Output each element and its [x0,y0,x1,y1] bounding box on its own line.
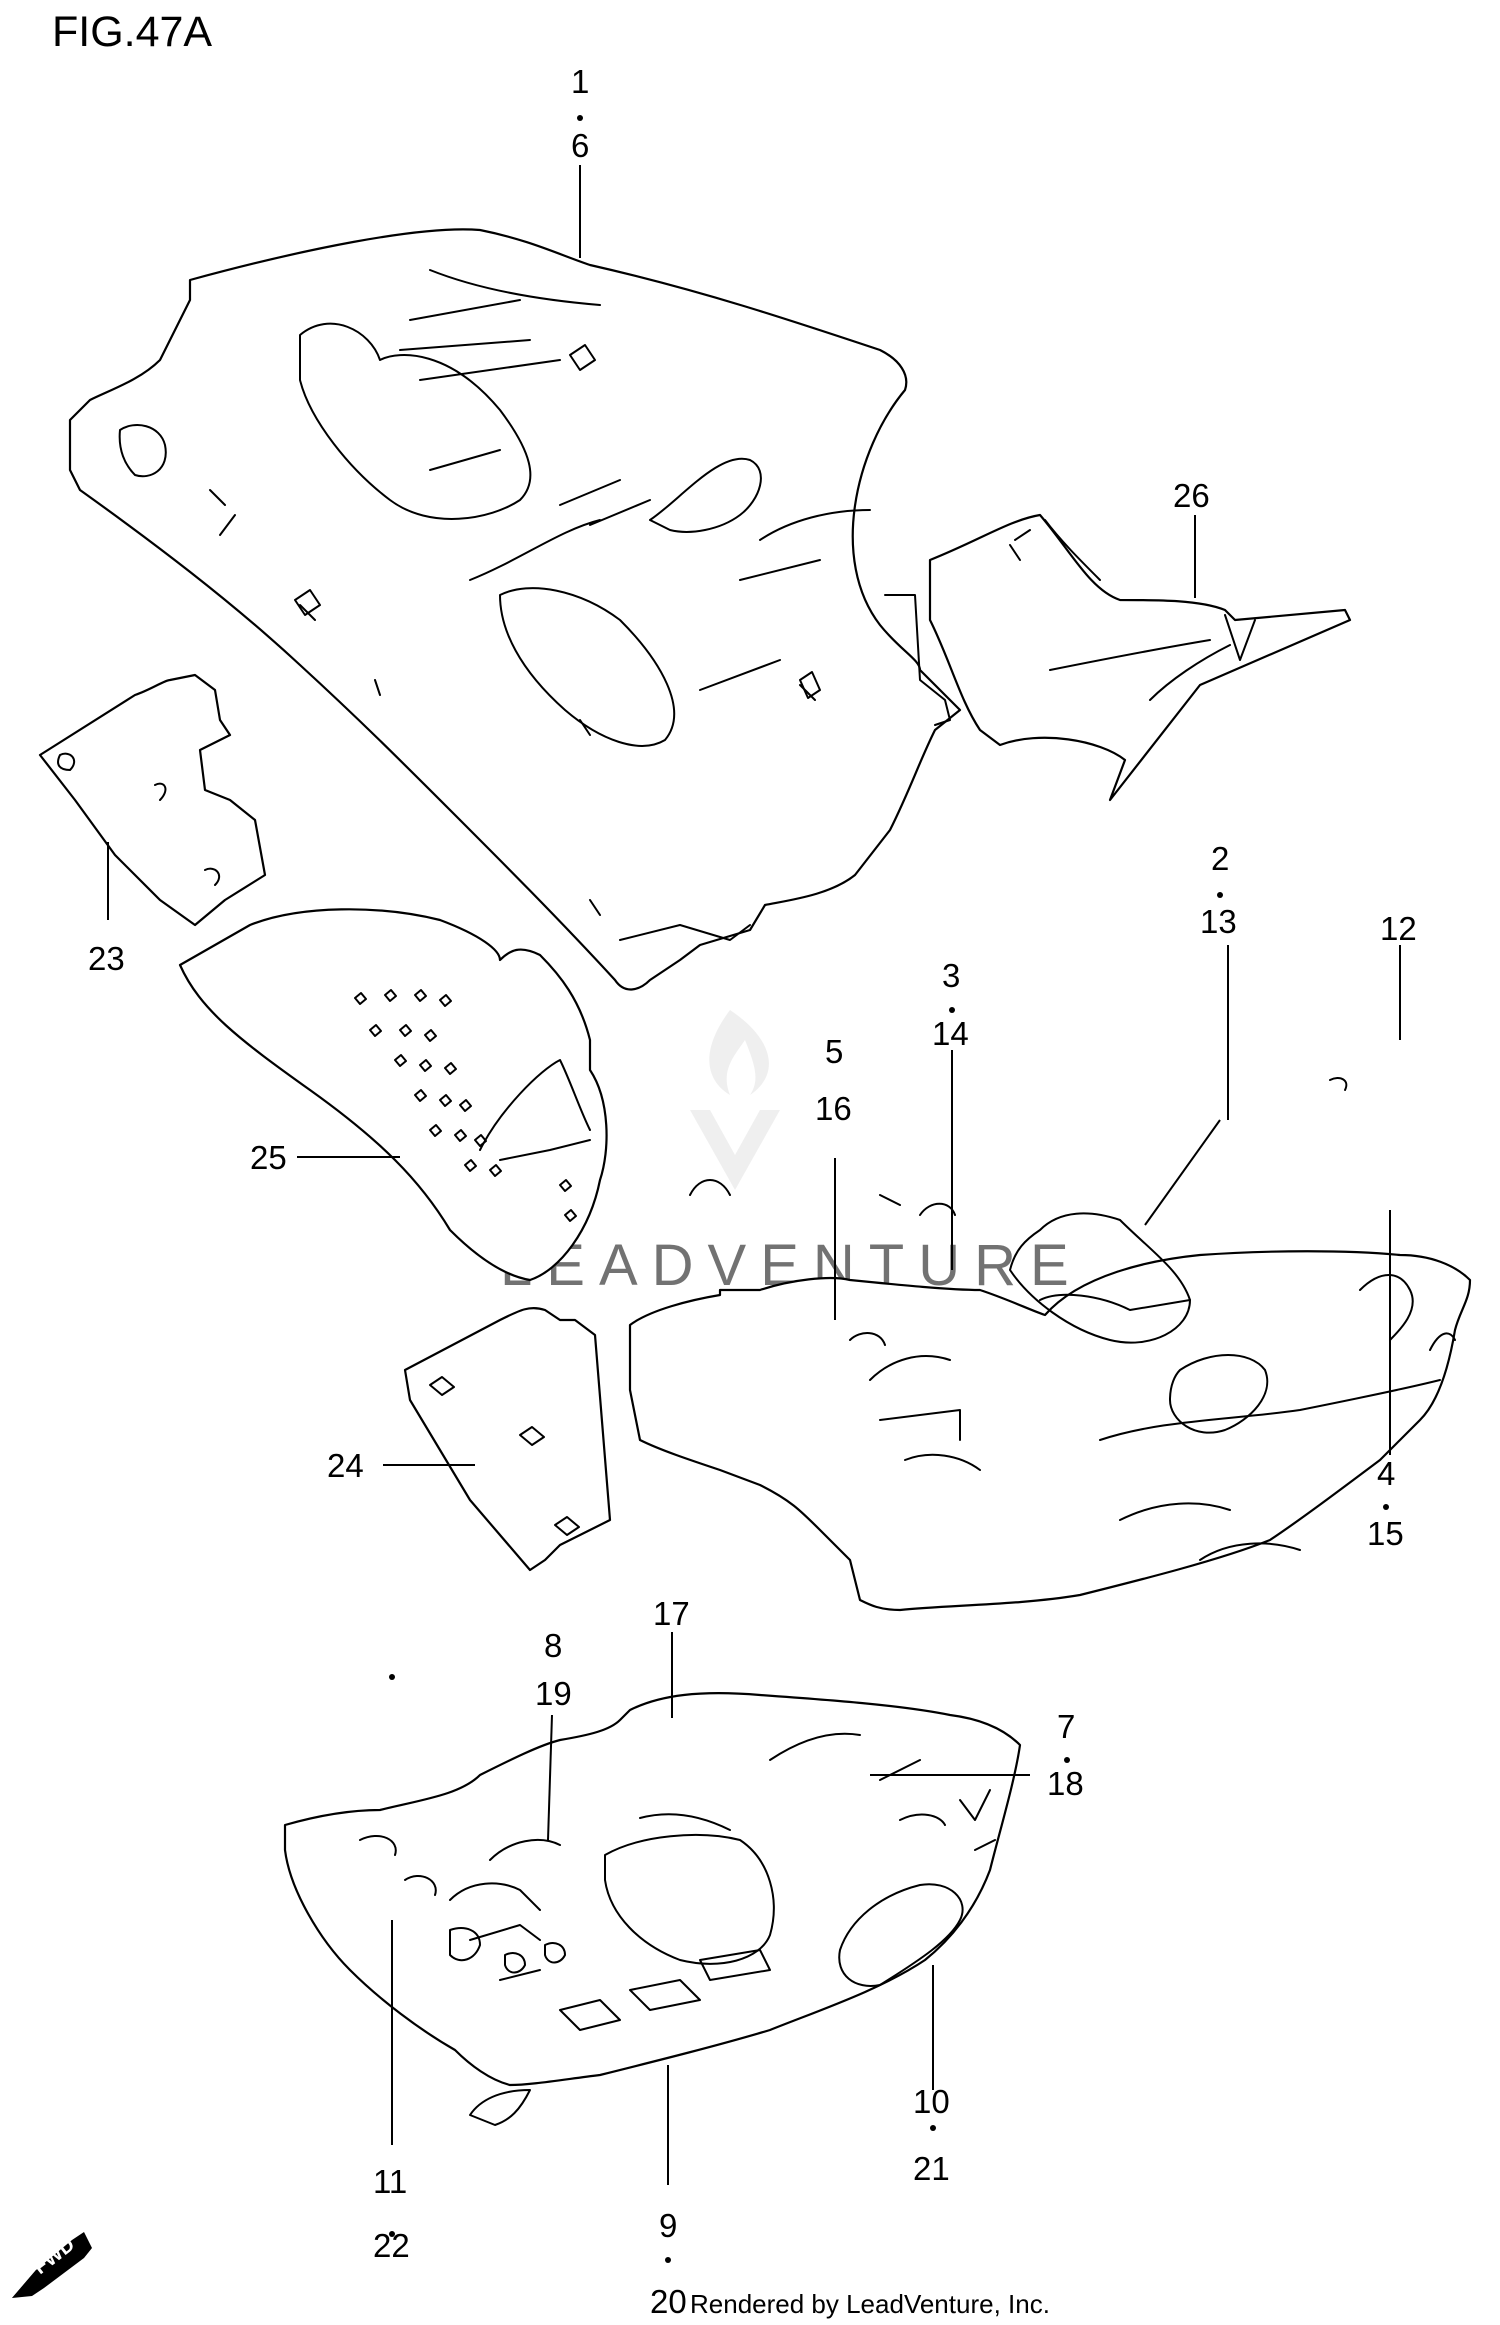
vented-cover-part-25[interactable] [178,908,608,1282]
callout-20: 20 [650,2283,687,2320]
callout-12: 12 [1380,910,1417,947]
side-plate-part-23[interactable] [38,673,267,927]
upper-fairing-part[interactable] [68,228,962,991]
callout-15: 15 [1367,1515,1404,1552]
callout-26: 26 [1173,477,1210,514]
callout-19: 19 [535,1675,572,1712]
callout-5: 5 [825,1033,843,1070]
callout-dots [389,115,1389,2263]
callout-24: 24 [327,1447,364,1484]
lower-cowl-upper-part[interactable] [628,1077,1472,1612]
callout-10: 10 [913,2083,950,2120]
callout-1: 1 [571,63,589,100]
callout-22: 22 [373,2227,410,2264]
callout-8: 8 [544,1627,562,1664]
callout-9: 9 [659,2207,677,2244]
leader-lines [107,165,1401,2185]
figure-title: FIG.47A [52,8,212,56]
footer-credit: Rendered by LeadVenture, Inc. [690,2289,1050,2319]
callout-23: 23 [88,940,125,977]
callout-3: 3 [942,957,960,994]
callout-2: 2 [1211,840,1229,877]
callout-16: 16 [815,1090,852,1127]
callout-21: 21 [913,2150,950,2187]
callout-4: 4 [1377,1455,1395,1492]
callout-25: 25 [250,1139,287,1176]
callout-18: 18 [1047,1765,1084,1802]
callout-labels: 1 6 26 23 25 24 2 13 12 3 14 5 16 4 15 8… [88,63,1417,2264]
callout-17: 17 [653,1595,690,1632]
callout-7: 7 [1057,1708,1075,1745]
inner-panel-part-26[interactable] [884,513,1352,802]
callout-6: 6 [571,127,589,164]
callout-13: 13 [1200,903,1237,940]
callout-11: 11 [373,2163,407,2200]
plate-part-24[interactable] [403,1306,612,1572]
vent-holes [354,989,577,1222]
callout-14: 14 [932,1015,969,1052]
fwd-arrow: FWD [12,2232,92,2298]
lower-cowl-lower-part[interactable] [283,1692,1022,2126]
